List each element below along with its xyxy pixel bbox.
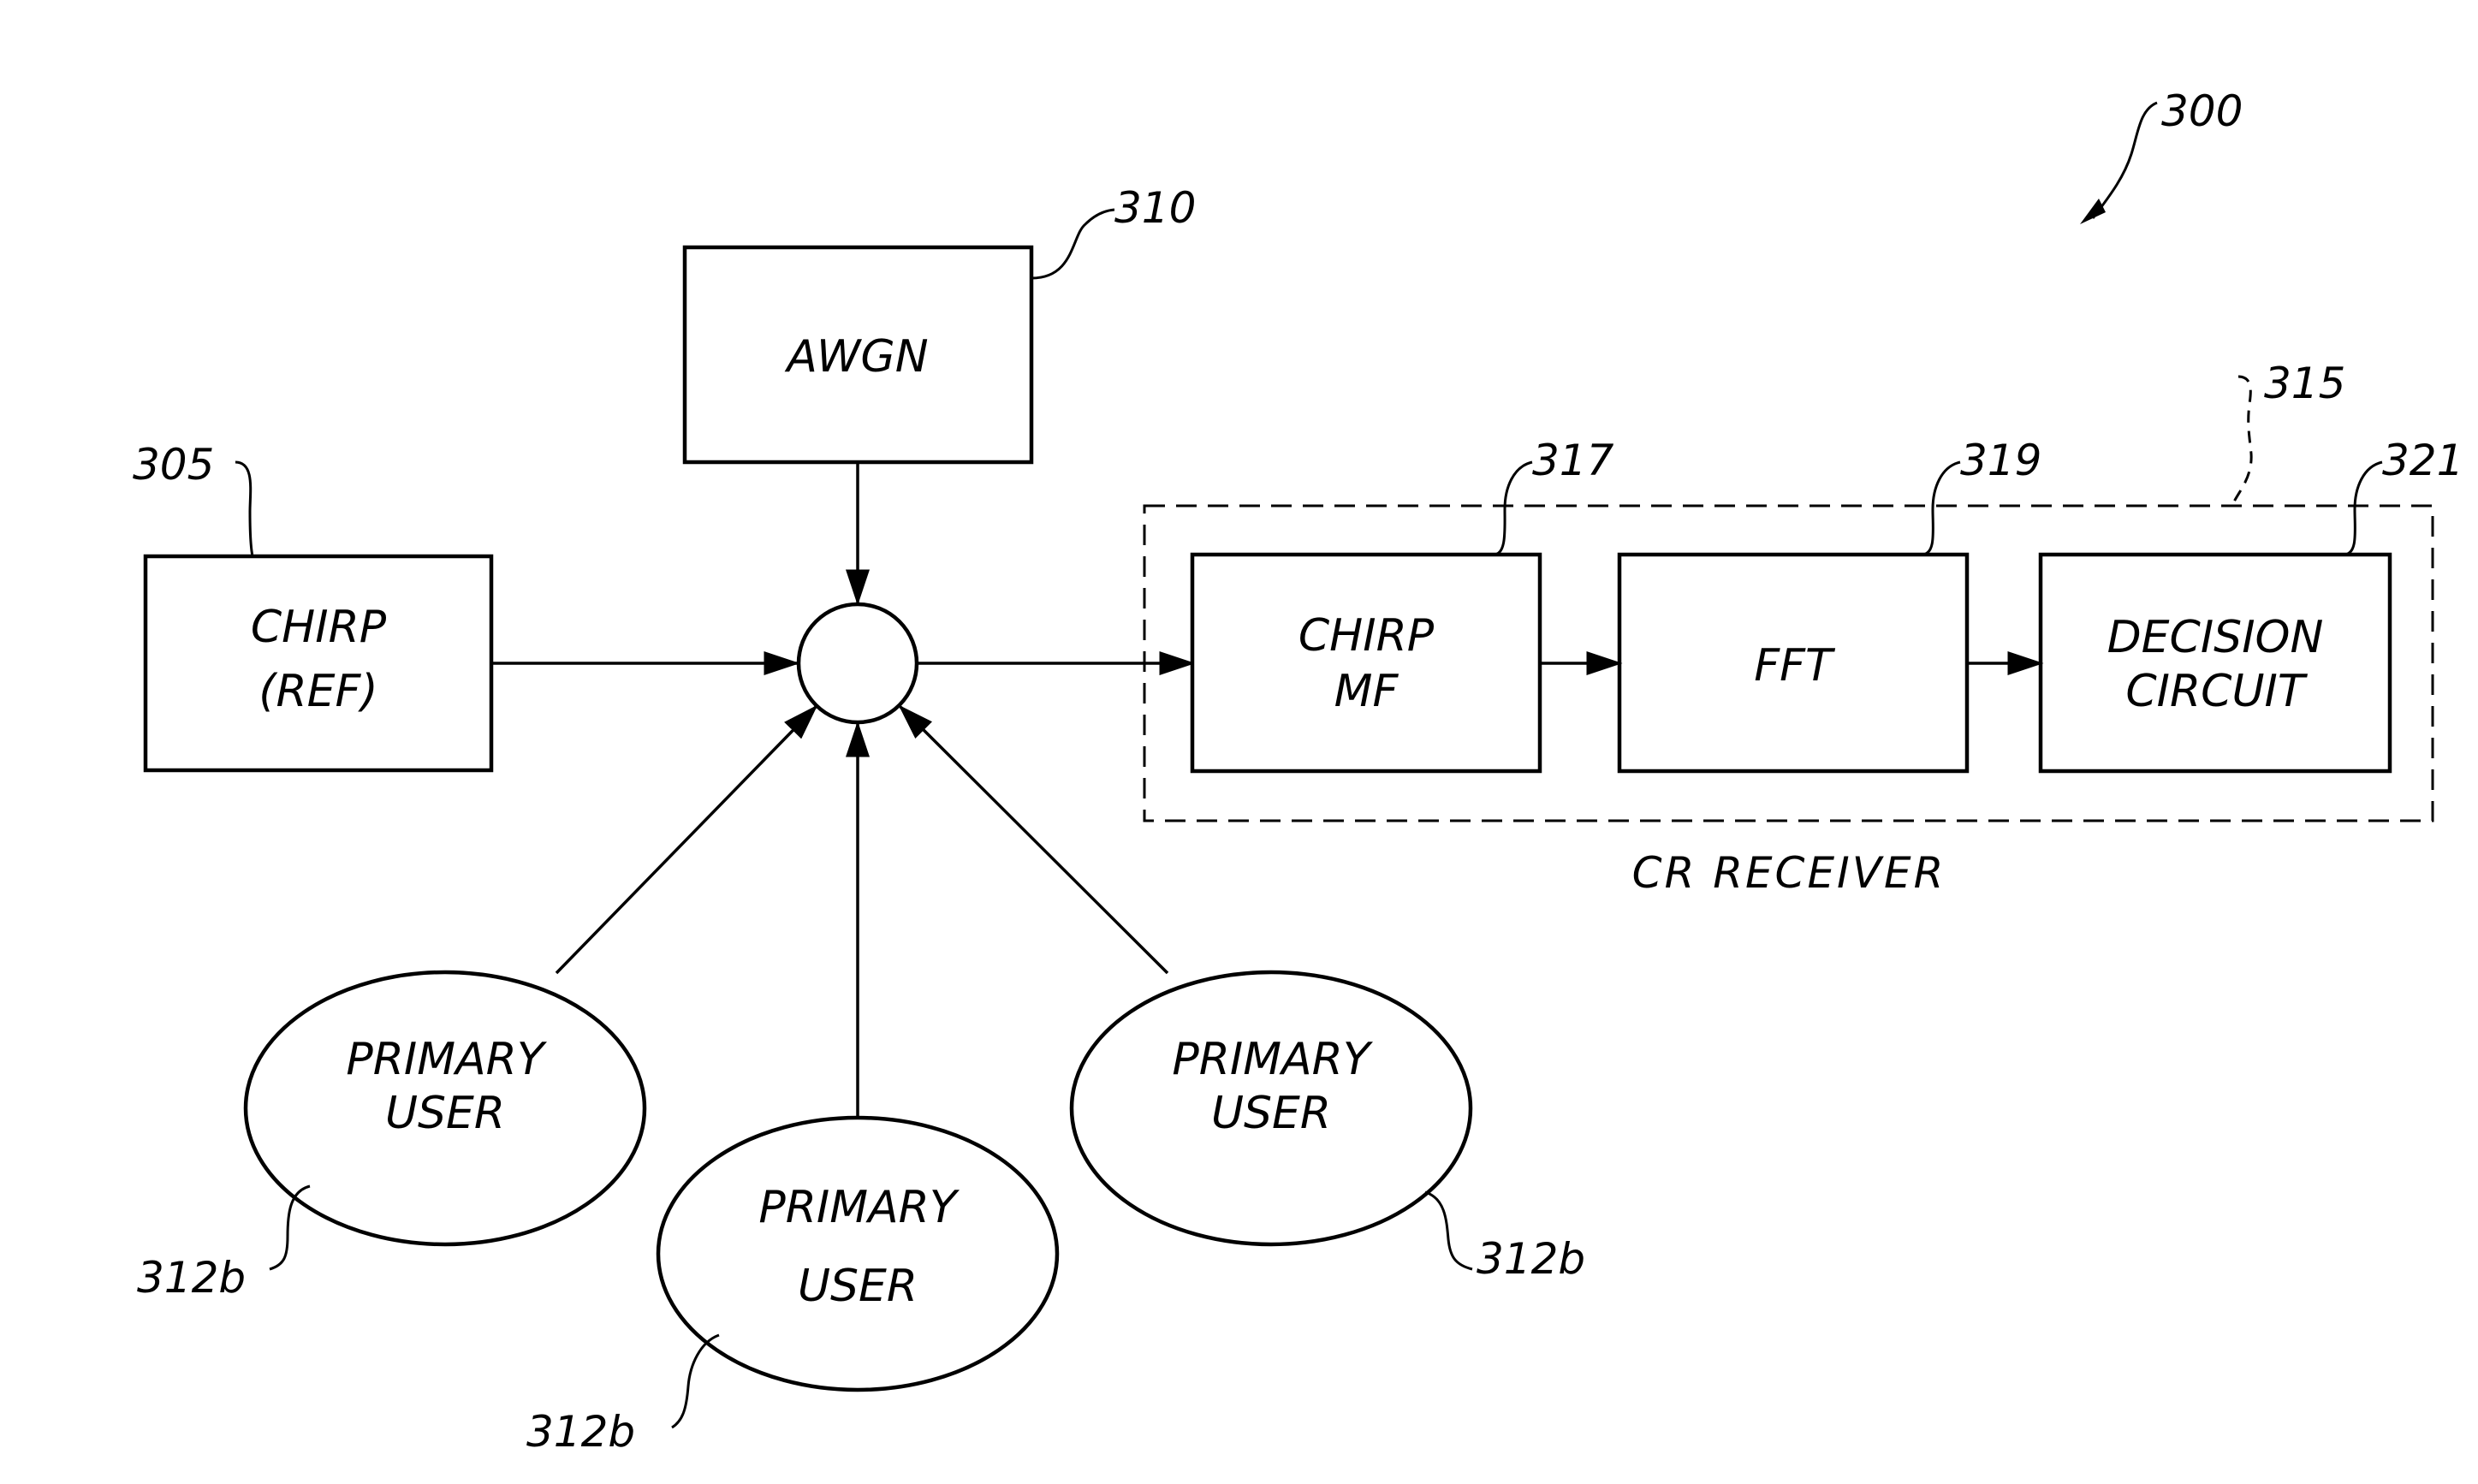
fft-ref-number: 319 [1960, 436, 2041, 485]
chirp-mf-label-line2: MF [1334, 666, 1399, 717]
chirp-ref-label-line2: (REF) [258, 666, 377, 717]
primary-user-right-label-line1: PRIMARY [1172, 1034, 1373, 1085]
chirp-ref-block: CHIRP (REF) 305 [133, 440, 491, 770]
chirp-mf-block: CHIRP MF 317 [1192, 436, 1614, 771]
decision-circuit-label-line1: DECISION [2107, 612, 2324, 663]
awgn-label: AWGN [784, 331, 928, 383]
chirp-mf-ref-number: 317 [1532, 436, 1614, 485]
cr-receiver-ref-number: 315 [2264, 359, 2345, 408]
primary-user-right: PRIMARY USER 312b [1072, 972, 1585, 1284]
fft-block: FFT 319 [1619, 436, 2041, 771]
chirp-ref-ref-number: 305 [133, 440, 214, 490]
primary-user-center-ref-number: 312b [526, 1407, 635, 1457]
user-right-to-sum-arrow [900, 707, 1168, 973]
cr-receiver-caption: CR RECEIVER [1632, 848, 1946, 898]
user-left-to-sum-arrow [556, 707, 816, 973]
figure-number: 300 [2161, 86, 2243, 136]
primary-user-left: PRIMARY USER 312b [137, 972, 645, 1303]
fft-label: FFT [1754, 640, 1836, 692]
primary-user-center-label-line2: USER [798, 1261, 918, 1312]
primary-user-right-ref-number: 312b [1477, 1234, 1585, 1284]
chirp-mf-label-line1: CHIRP [1298, 610, 1435, 662]
primary-user-right-label-line2: USER [1211, 1088, 1331, 1139]
chirp-ref-label-line1: CHIRP [251, 602, 387, 653]
decision-circuit-ref-number: 321 [2382, 436, 2463, 485]
primary-user-center-ellipse [658, 1118, 1057, 1390]
primary-user-left-label-line1: PRIMARY [346, 1034, 547, 1085]
figure-reference: 300 [2080, 86, 2243, 224]
chirp-mf-box [1192, 555, 1540, 771]
decision-circuit-block: DECISION CIRCUIT 321 [2041, 436, 2463, 771]
decision-circuit-label-line2: CIRCUIT [2125, 666, 2308, 717]
primary-user-center-label-line1: PRIMARY [758, 1182, 960, 1233]
primary-user-left-label-line2: USER [385, 1088, 505, 1139]
awgn-block: AWGN 310 [685, 183, 1196, 462]
awgn-ref-number: 310 [1114, 183, 1196, 233]
primary-user-left-ref-number: 312b [137, 1253, 246, 1303]
figure-arrow-icon [2080, 199, 2106, 224]
chirp-ref-box [146, 556, 491, 770]
summing-junction [799, 604, 917, 722]
